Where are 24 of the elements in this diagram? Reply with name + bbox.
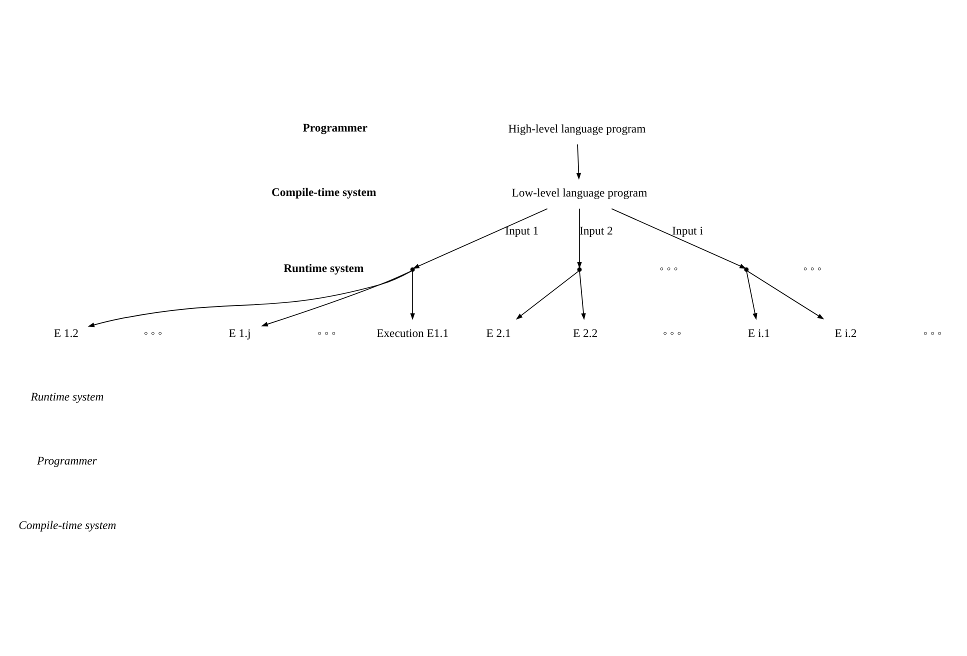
label: Programmer bbox=[302, 122, 368, 135]
node-text: E 1.j bbox=[228, 326, 251, 340]
node-text: E 2.2 bbox=[573, 326, 598, 340]
node-text: E i.2 bbox=[834, 326, 857, 340]
node-text: High-level language program bbox=[508, 122, 646, 136]
label: ◦ ◦ ◦ bbox=[317, 326, 336, 340]
label: Programmer bbox=[36, 454, 97, 468]
edge-label: Input 1 bbox=[505, 224, 539, 238]
label: Runtime system bbox=[284, 262, 364, 275]
label: Compile-time system bbox=[272, 186, 376, 199]
label: ◦ ◦ ◦ bbox=[660, 262, 678, 276]
node-text: E 2.1 bbox=[486, 326, 511, 340]
node-text: E 1.2 bbox=[54, 326, 79, 340]
label: ◦ ◦ ◦ bbox=[923, 326, 942, 340]
label: Compile-time system bbox=[18, 518, 116, 532]
label: ◦ ◦ ◦ bbox=[663, 326, 682, 340]
edge-label: Input i bbox=[672, 224, 703, 238]
edge-label: Input 2 bbox=[579, 224, 613, 238]
node-text: E i.1 bbox=[748, 326, 770, 340]
node-text: Execution E1.1 bbox=[376, 326, 449, 340]
label: ◦ ◦ ◦ bbox=[803, 262, 822, 276]
label: Runtime system bbox=[30, 390, 104, 404]
label: ◦ ◦ ◦ bbox=[144, 326, 162, 340]
node-text: Low-level language program bbox=[512, 186, 648, 200]
